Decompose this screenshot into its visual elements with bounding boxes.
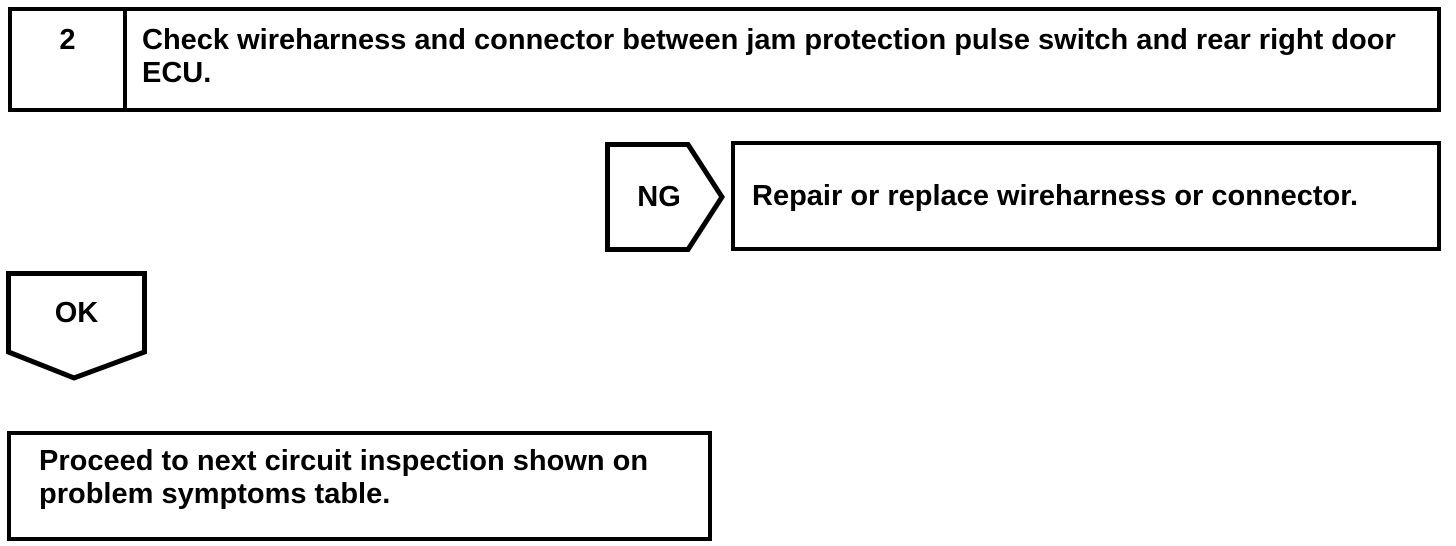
step-instruction: Check wireharness and connector between …	[142, 24, 1396, 89]
ng-label: NG	[637, 181, 681, 213]
ok-connector: OK	[6, 271, 147, 381]
step-box: 2 Check wireharness and connector betwee…	[8, 7, 1441, 112]
step-number-cell: 2	[12, 11, 127, 108]
ok-pentagon-icon	[6, 271, 147, 381]
repair-action-text: Repair or replace wireharness or connect…	[752, 179, 1359, 212]
proceed-action-text: Proceed to next circuit inspection shown…	[39, 445, 649, 510]
proceed-action-box: Proceed to next circuit inspection shown…	[7, 431, 712, 541]
ng-connector: NG	[605, 142, 725, 252]
ok-label: OK	[54, 297, 99, 329]
step-number: 2	[59, 24, 76, 56]
ng-pentagon-icon	[605, 142, 725, 252]
repair-action-box: Repair or replace wireharness or connect…	[731, 141, 1441, 251]
